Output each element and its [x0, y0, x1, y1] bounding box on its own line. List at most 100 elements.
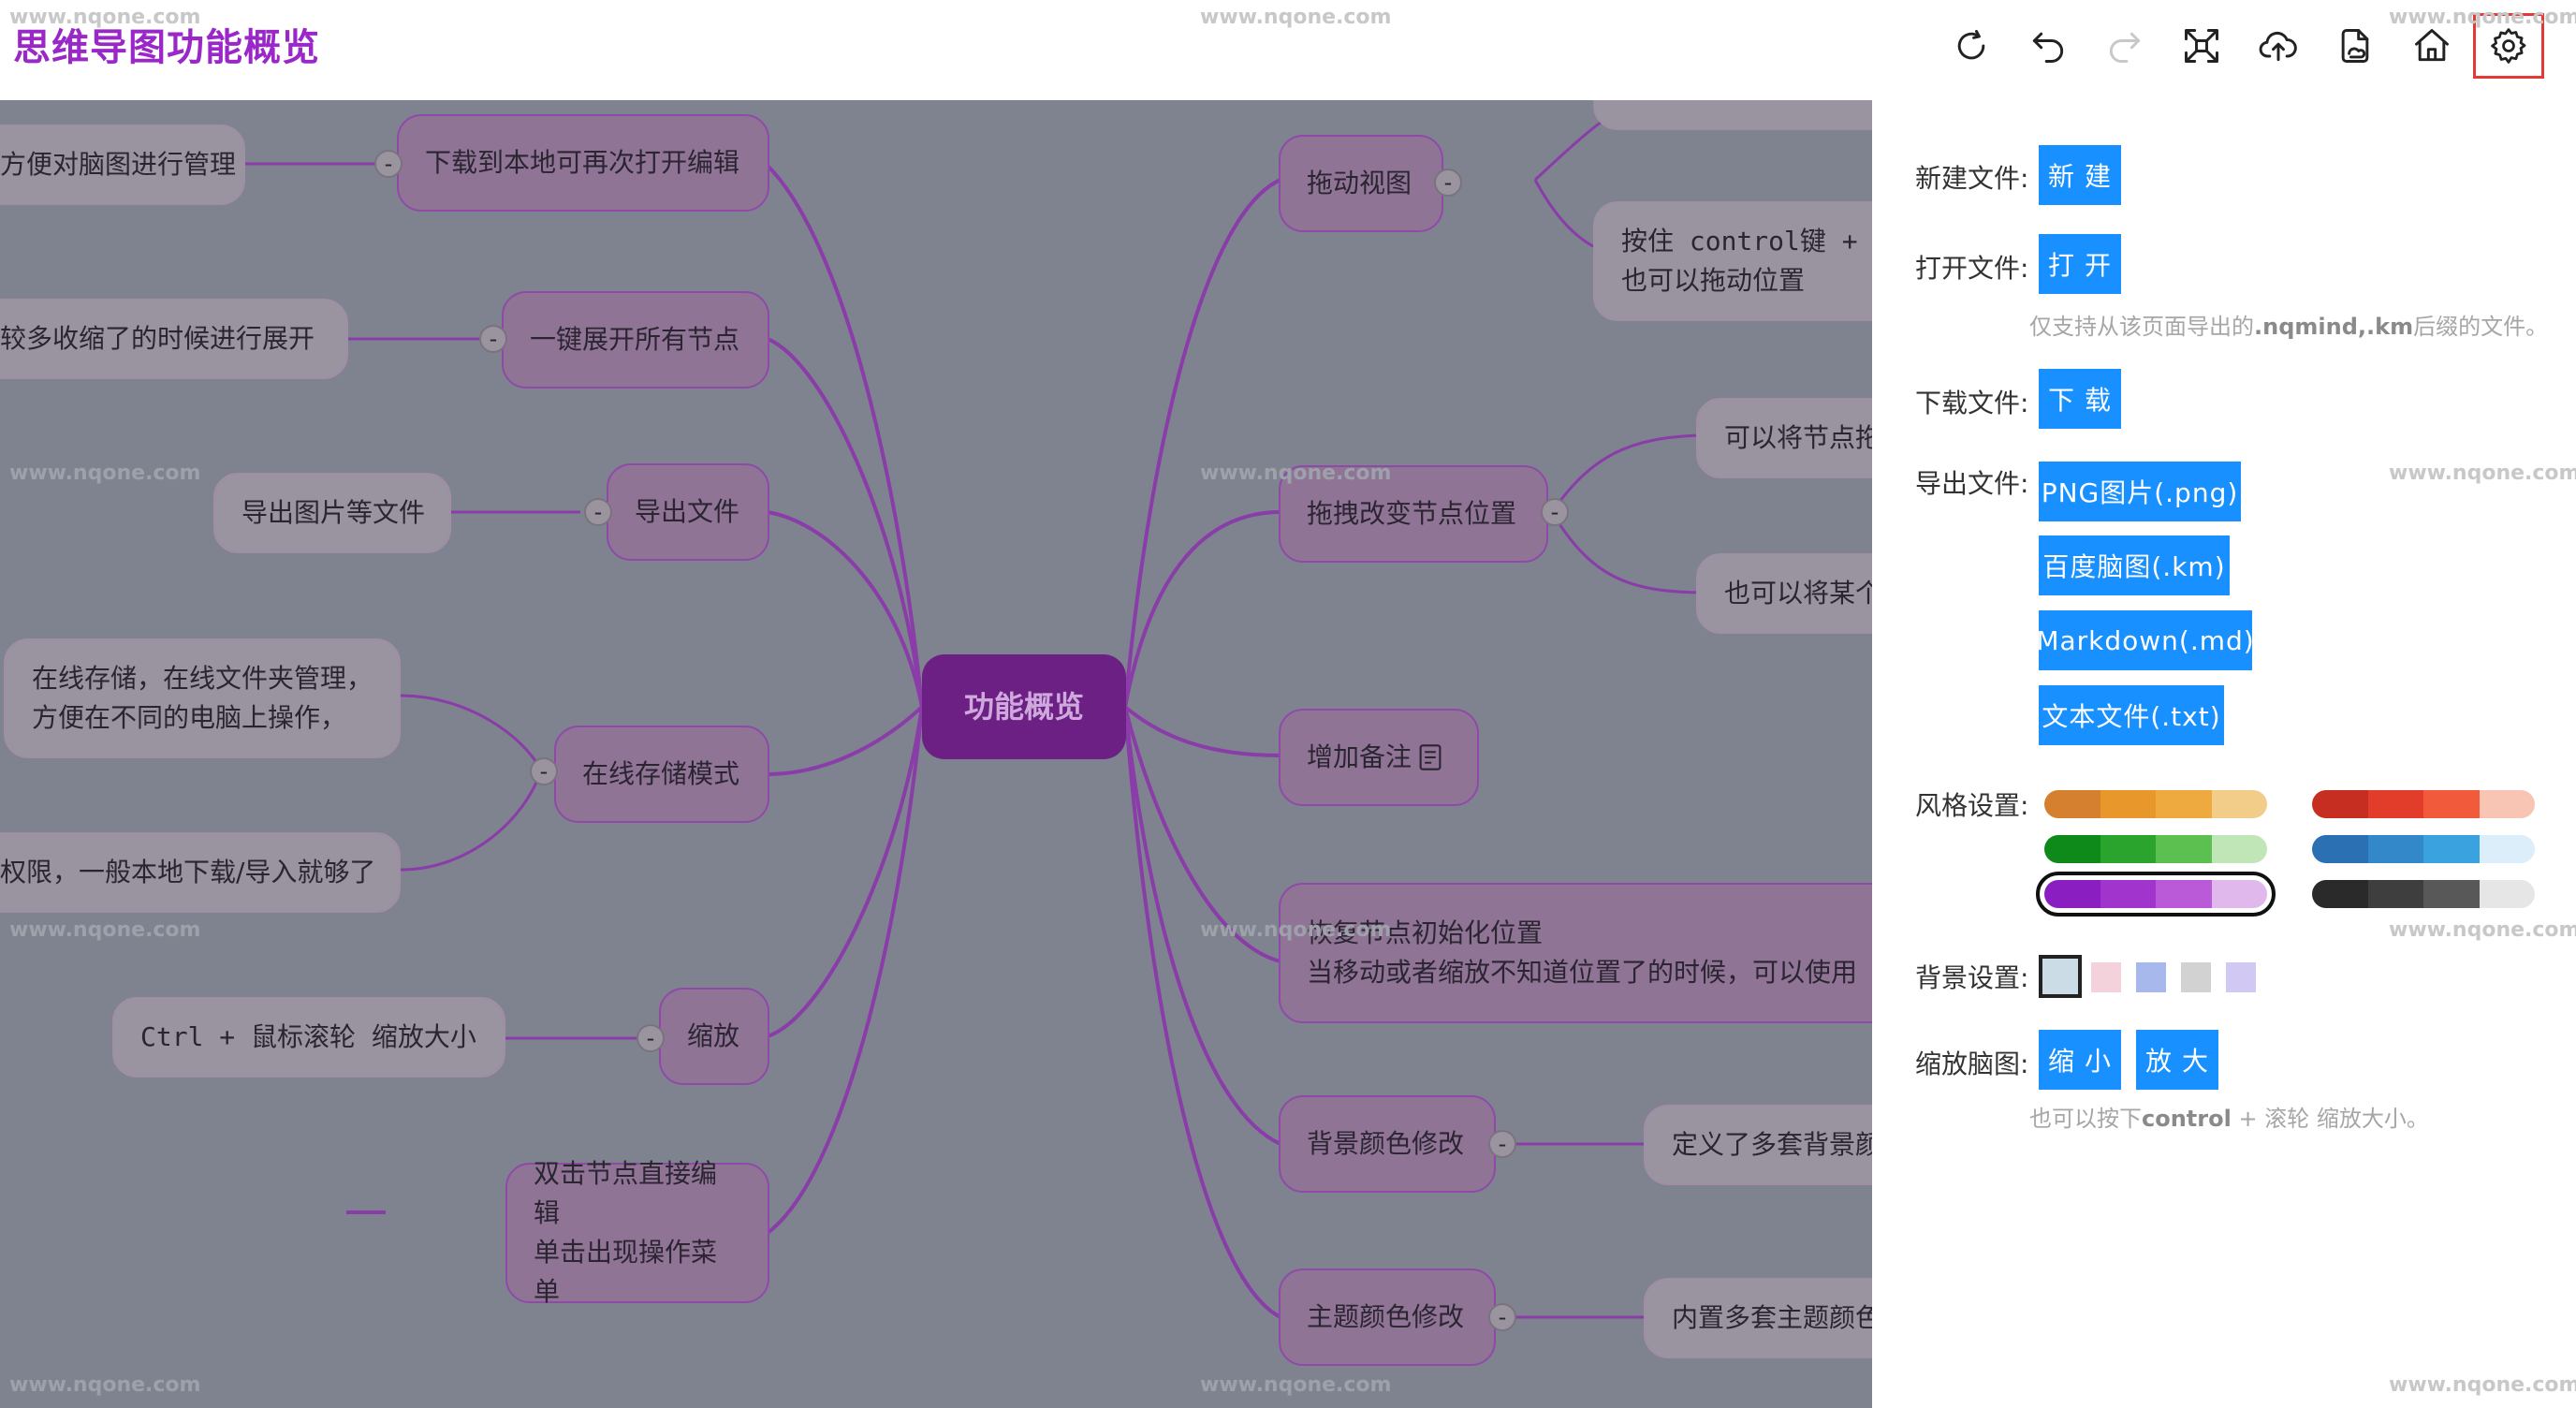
node-zoom[interactable]: 缩放 [659, 988, 769, 1085]
watermark: www.nqone.com [1200, 462, 1392, 485]
background-swatch[interactable] [2091, 962, 2121, 992]
style-palette-red[interactable] [2312, 790, 2535, 818]
collapse-toggle[interactable]: - [479, 325, 507, 353]
node-drag-view-detail-top[interactable] [1593, 100, 1872, 130]
node-download-detail[interactable]: 方便对脑图进行管理 [0, 125, 245, 205]
home-icon [2415, 29, 2449, 62]
node-download[interactable]: 下载到本地可再次打开编辑 [397, 114, 769, 212]
node-text-line: 当移动或者缩放不知道位置了的时候，可以使用 [1307, 957, 1858, 988]
node-text-line: 双击节点直接编辑 [534, 1158, 718, 1228]
zoom-out-button[interactable]: 缩 小 [2039, 1030, 2121, 1090]
watermark: www.nqone.com [1200, 6, 1392, 29]
undo-icon [2032, 32, 2064, 63]
fit-view-icon [2185, 29, 2218, 63]
node-online-storage[interactable]: 在线存储模式 [554, 726, 769, 823]
collapse-toggle[interactable]: - [637, 1024, 665, 1052]
refresh-button[interactable] [1936, 13, 2007, 79]
node-text-line: 也可以拖动位置 [1621, 265, 1806, 296]
node-expand-all[interactable]: 一键展开所有节点 [502, 291, 769, 389]
export-txt-button[interactable]: 文本文件(.txt) [2039, 685, 2224, 745]
export-km-button[interactable]: 百度脑图(.km) [2039, 535, 2230, 595]
watermark: www.nqone.com [1200, 918, 1392, 942]
node-zoom-detail[interactable]: Ctrl + 鼠标滚轮 缩放大小 [112, 997, 505, 1078]
redo-button[interactable] [2089, 13, 2160, 79]
collapse-toggle[interactable]: - [1434, 169, 1462, 197]
style-palette-purple[interactable] [2036, 872, 2276, 917]
background-swatch[interactable] [2226, 962, 2256, 992]
settings-panel: 新建文件: 新 建 打开文件: 打 开 仅支持从该页面导出的.nqmind,.k… [1872, 100, 2576, 1408]
connector-lines [346, 164, 1281, 1319]
zoom-label: 缩放脑图: [1915, 1049, 2029, 1079]
node-double-click[interactable]: 双击节点直接编辑 单击出现操作菜单 [505, 1158, 769, 1307]
mindmap-canvas[interactable]: 功能概览 下载到本地可再次打开编辑 - 一键展开所有节点 - 导出文件 - 在线… [0, 100, 1872, 1408]
open-file-hint: 仅支持从该页面导出的.nqmind,.km后缀的文件。 [2029, 314, 2549, 340]
collapse-toggle[interactable]: - [1488, 1303, 1516, 1331]
node-text-line: 方便在不同的电脑上操作， [32, 702, 347, 733]
fit-view-button[interactable] [2166, 13, 2237, 79]
node-export[interactable]: 导出文件 [607, 463, 769, 561]
node-text-line: 在线存储，在线文件夹管理， [32, 663, 373, 694]
collapse-toggle[interactable]: - [374, 150, 402, 178]
style-palette-dark[interactable] [2312, 880, 2535, 908]
node-drag-view-detail[interactable]: 按住 control键 + 也可以拖动位置 [1593, 201, 1872, 321]
undo-button[interactable] [2012, 13, 2084, 79]
export-png-button[interactable]: PNG图片(.png) [2039, 462, 2241, 521]
watermark: www.nqone.com [2389, 918, 2576, 942]
zoom-hint: 也可以按下control + 滚轮 缩放大小。 [2029, 1106, 2429, 1132]
node-online-detail-1[interactable]: 在线存储，在线文件夹管理， 方便在不同的电脑上操作， [4, 638, 401, 758]
node-text: 增加备注 [1307, 741, 1412, 772]
collapse-toggle[interactable]: - [1541, 498, 1569, 526]
zoom-in-button[interactable]: 放 大 [2136, 1030, 2218, 1090]
node-add-note[interactable]: 增加备注 [1279, 709, 1479, 806]
node-bg-color-detail[interactable]: 定义了多套背景颜 [1644, 1105, 1872, 1185]
node-expand-detail[interactable]: 较多收缩了的时候进行展开 [0, 299, 348, 379]
node-drag-node-detail-2[interactable]: 也可以将某个 [1696, 553, 1872, 634]
watermark: www.nqone.com [2389, 462, 2576, 485]
background-swatch[interactable] [2136, 962, 2166, 992]
export-md-button[interactable]: Markdown(.md) [2036, 610, 2254, 670]
open-file-button[interactable]: 打 开 [2039, 234, 2121, 294]
node-export-detail[interactable]: 导出图片等文件 [213, 473, 451, 553]
app-title: 思维导图功能概览 [13, 26, 320, 69]
style-palette-orange[interactable] [2044, 790, 2267, 818]
open-file-label: 打开文件: [1915, 253, 2029, 284]
node-online-detail-2[interactable]: 权限，一般本地下载/导入就够了 [0, 832, 401, 913]
upload-icon [2259, 31, 2297, 62]
collapse-toggle[interactable]: - [530, 757, 558, 785]
watermark: www.nqone.com [9, 6, 201, 29]
upload-button[interactable] [2243, 13, 2314, 79]
file-button[interactable] [2320, 13, 2391, 79]
node-drag-node-detail-1[interactable]: 可以将节点拖 [1696, 398, 1872, 478]
watermark: www.nqone.com [2389, 1373, 2576, 1397]
node-text-line: 单击出现操作菜单 [534, 1237, 718, 1307]
node-drag-node[interactable]: 拖拽改变节点位置 [1279, 465, 1548, 563]
root-node[interactable]: 功能概览 [922, 654, 1126, 759]
style-palette-green[interactable] [2044, 835, 2267, 863]
node-theme-color[interactable]: 主题颜色修改 [1279, 1269, 1496, 1366]
node-reset-position[interactable]: 恢复节点初始化位置 当移动或者缩放不知道位置了的时候，可以使用 [1279, 883, 1872, 1023]
node-theme-color-detail[interactable]: 内置多套主题颜色 [1644, 1278, 1872, 1358]
new-file-button[interactable]: 新 建 [2039, 145, 2121, 205]
collapse-toggle[interactable]: - [584, 498, 612, 526]
background-label: 背景设置: [1915, 962, 2029, 993]
settings-button[interactable] [2473, 13, 2544, 79]
node-bg-color[interactable]: 背景颜色修改 [1279, 1095, 1496, 1193]
home-button[interactable] [2396, 13, 2467, 79]
background-swatch[interactable] [2039, 955, 2082, 998]
style-palette-blue[interactable] [2312, 835, 2535, 863]
redo-icon [2109, 32, 2141, 63]
new-file-label: 新建文件: [1915, 163, 2029, 194]
background-swatch[interactable] [2181, 962, 2211, 992]
refresh-icon [1957, 29, 1985, 60]
watermark: www.nqone.com [2389, 6, 2576, 29]
file-icon [2341, 29, 2369, 63]
watermark: www.nqone.com [9, 462, 201, 485]
watermark: www.nqone.com [9, 1373, 201, 1397]
download-button[interactable]: 下 载 [2039, 369, 2121, 429]
settings-icon [2491, 28, 2526, 64]
top-header: 思维导图功能概览 www.nqone.com www.nqone.com www… [0, 0, 2576, 100]
download-label: 下载文件: [1915, 388, 2029, 418]
node-drag-view[interactable]: 拖动视图 [1279, 135, 1443, 232]
node-text-line: 恢复节点初始化位置 [1307, 917, 1544, 948]
collapse-toggle[interactable]: - [1488, 1130, 1516, 1158]
